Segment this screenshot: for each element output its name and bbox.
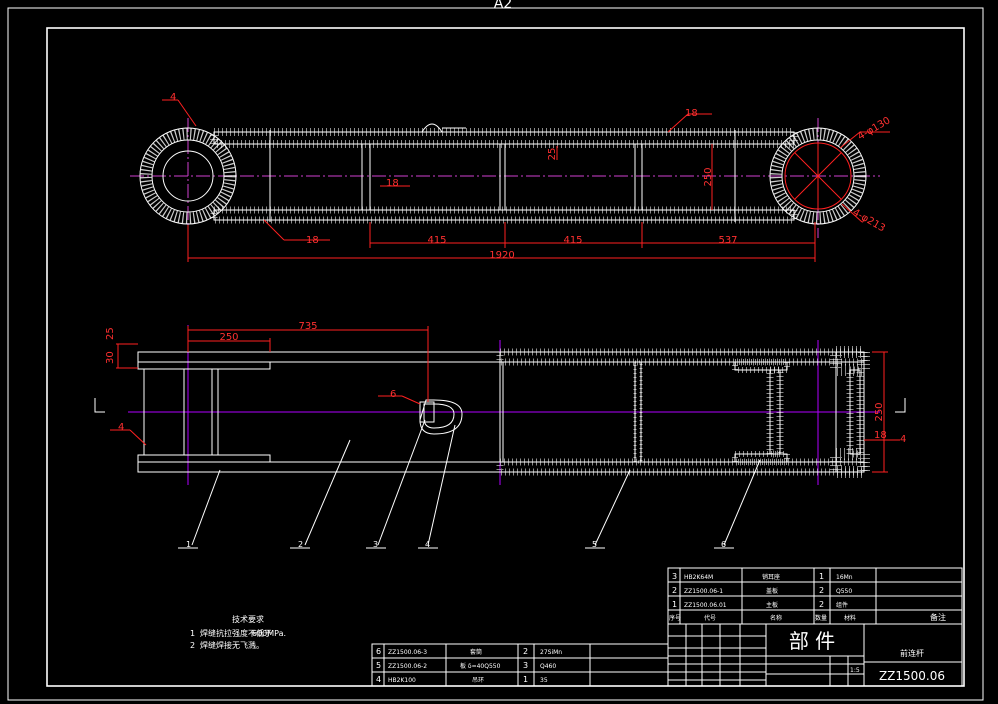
bom-header-name: 名称 xyxy=(770,614,782,622)
bom-header-qty: 数量 xyxy=(815,614,827,622)
bom-left-r0-name: 套筒 xyxy=(470,648,482,656)
bom-left-r1-name: 板 δ=40Q550 xyxy=(460,662,501,670)
dim-415-a: 415 xyxy=(427,235,446,246)
bom-left-r0-code: ZZ1500.06-3 xyxy=(388,649,427,656)
dim-537: 537 xyxy=(718,235,737,246)
weld-note-18-b: 18 xyxy=(306,235,319,246)
bom-right-r0-mat: 16Mn xyxy=(836,574,853,581)
title-big-label: 部 件 xyxy=(789,629,835,653)
dim-30: 30 xyxy=(105,351,116,364)
dim-1920: 1920 xyxy=(489,250,514,261)
bom-right-r1-name: 盖板 xyxy=(766,587,778,595)
dim-18: 18 xyxy=(874,430,887,441)
technical-requirements: 技术要求 1 焊缝抗拉强度不低于 600MPa. 2 焊缝焊接无飞溅。 xyxy=(190,614,286,650)
bom-right-r0-qty: 1 xyxy=(819,572,824,581)
bom-right-r2-no: 1 xyxy=(672,600,677,609)
dim-415-b: 415 xyxy=(563,235,582,246)
bom-left-r2-name: 吊环 xyxy=(472,677,484,684)
weld-note-18-a: 18 xyxy=(685,108,698,119)
bom-left-r0-mat: 27SiMn xyxy=(540,649,562,656)
bom-header-note: 备注 xyxy=(930,612,946,622)
weld-note-6: 6 xyxy=(390,389,396,400)
dim-4: 4 xyxy=(900,434,906,445)
balloon-6: 6 xyxy=(721,540,726,549)
sheet-size-label: A2 xyxy=(494,0,512,12)
bom-right-r0-no: 3 xyxy=(672,572,677,581)
bom-right-r1-no: 2 xyxy=(672,586,677,595)
balloon-1: 1 xyxy=(186,540,191,549)
drawing-number: ZZ1500.06 xyxy=(879,669,945,683)
weld-note-4-side: 4 xyxy=(118,422,124,433)
balloon-2: 2 xyxy=(298,540,303,549)
bom-right-r2-mat: 组件 xyxy=(836,601,848,609)
tech-note-2-number: 2 xyxy=(190,641,195,650)
tech-note-1-text: 焊缝抗拉强度不低于 xyxy=(200,628,272,638)
bom-left-r1-no: 5 xyxy=(376,661,381,670)
dim-735: 735 xyxy=(298,321,317,332)
bom-right: 3 HB2K64M 销耳座 1 16Mn 2 ZZ1500.06-1 盖板 2 … xyxy=(667,567,963,625)
bom-right-r0-code: HB2K64M xyxy=(684,574,713,581)
bom-left-r2-no: 4 xyxy=(376,675,381,684)
bom-right-r2-name: 主板 xyxy=(766,601,778,609)
dim-250-side: 250 xyxy=(874,402,885,421)
bom-right-r2-qty: 2 xyxy=(819,600,824,609)
side-view: 735 250 25 30 250 18 4 4 6 xyxy=(94,321,906,549)
bom-right-r0-name: 销耳座 xyxy=(762,573,780,581)
dim-250: 250 xyxy=(219,332,238,343)
tech-note-2-text: 焊缝焊接无飞溅。 xyxy=(200,640,264,650)
bom-left-r1-code: ZZ1500.06-2 xyxy=(388,663,427,670)
top-view: 415 415 537 1920 250 25 4 18 18 18 4-φ13… xyxy=(130,92,892,262)
balloon-4: 4 xyxy=(425,540,430,549)
dim-4-phi130: 4-φ130 xyxy=(856,115,892,142)
dim-250-vertical: 250 xyxy=(703,167,714,186)
bom-right-r1-qty: 2 xyxy=(819,586,824,595)
balloon-3: 3 xyxy=(373,540,378,549)
dim-25: 25 xyxy=(105,327,116,340)
bom-left-r0-qty: 2 xyxy=(523,647,528,656)
sheet-outer-border xyxy=(7,7,984,701)
tech-notes-title: 技术要求 xyxy=(232,614,264,624)
dim-4-phi213: 4-φ213 xyxy=(851,207,887,234)
part-name: 前连杆 xyxy=(900,648,924,658)
weld-note-18-c: 18 xyxy=(386,178,399,189)
weld-note-4-top: 4 xyxy=(170,92,176,103)
top-plate-hatch xyxy=(210,128,798,148)
bom-left-r1-mat: Q460 xyxy=(540,663,556,670)
bom-left-r0-no: 6 xyxy=(376,647,381,656)
bom-left-r2-qty: 1 xyxy=(523,675,528,684)
bom-right-r1-code: ZZ1500.06-1 xyxy=(684,588,723,595)
sheet-inner-border xyxy=(46,27,965,687)
bom-header-code: 代号 xyxy=(704,614,716,622)
bom-left-r1-qty: 3 xyxy=(523,661,528,670)
tech-note-1-value: 600MPa. xyxy=(252,629,286,638)
bom-header-no: 序号 xyxy=(669,614,681,622)
bom-right-r1-mat: Q550 xyxy=(836,588,852,595)
title-block: 部 件 前连杆 ZZ1500.06 1:5 xyxy=(667,623,963,687)
bom-header-mat: 材料 xyxy=(844,614,856,622)
bom-left-r2-code: HB2K100 xyxy=(388,677,416,684)
bom-right-r2-code: ZZ1500.06.01 xyxy=(684,602,727,609)
bom-left: 6 ZZ1500.06-3 套筒 2 27SiMn 5 ZZ1500.06-2 … xyxy=(371,643,669,687)
balloon-5: 5 xyxy=(592,540,597,549)
dim-25-vertical: 25 xyxy=(547,148,558,161)
left-eye-hatch xyxy=(139,127,237,177)
scale-value: 1:5 xyxy=(850,667,860,674)
bom-left-r2-mat: 35 xyxy=(540,677,548,684)
tech-note-1-number: 1 xyxy=(190,629,195,638)
